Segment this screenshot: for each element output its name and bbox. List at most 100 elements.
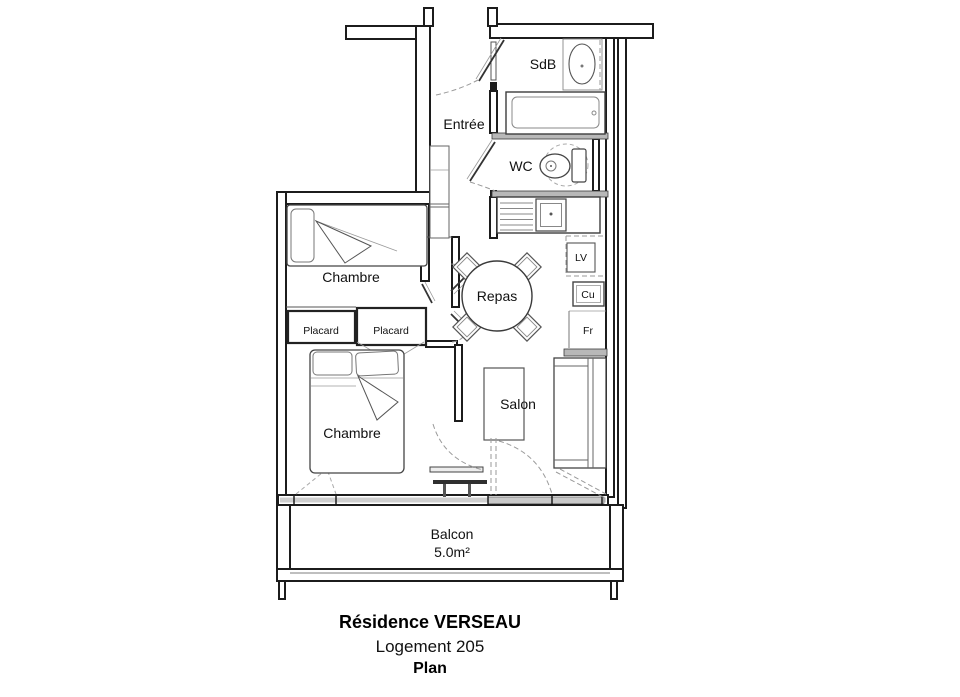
wall-top-right	[489, 23, 654, 39]
pillow	[290, 208, 315, 263]
label-lv: LV	[575, 252, 587, 264]
wall-stub-top-a	[423, 7, 434, 27]
chair-inner	[456, 316, 478, 338]
wc-door-leaf-line	[466, 139, 493, 180]
label-chambre-bottom: Chambre	[323, 425, 381, 441]
door-jamb-sdb	[490, 82, 497, 91]
bathtub-inner	[511, 96, 600, 129]
cooker-box-inner	[576, 285, 601, 303]
title-logement: Logement 205	[376, 637, 485, 656]
wall-stub-top-b	[487, 7, 498, 27]
washbasin-drain	[580, 64, 584, 68]
balcony-sliding-door	[487, 496, 605, 504]
balcony-door-swing	[498, 440, 553, 495]
label-cu: Cu	[581, 289, 595, 301]
bathroom-fixtures	[505, 38, 606, 135]
sofa	[553, 357, 607, 469]
label-salon: Salon	[500, 396, 536, 412]
label-placard-right: Placard	[373, 325, 409, 337]
label-wc: WC	[509, 158, 532, 174]
cooker-box	[572, 281, 605, 307]
entrance-door-leaf	[478, 39, 505, 82]
entrance-door-swing	[435, 79, 479, 96]
living-room	[429, 357, 607, 498]
toilet-bowl	[539, 153, 571, 179]
wall-chambre1-top	[277, 191, 431, 205]
title-block: Résidence VERSEAU Logement 205 Plan	[339, 612, 521, 677]
windows	[280, 468, 606, 505]
wall-kitchen-left	[489, 196, 498, 239]
wall-wc-kitchen-divider	[491, 190, 609, 198]
balcony-stub-left	[278, 580, 286, 600]
low-table-leg	[443, 484, 446, 497]
title-residence: Résidence VERSEAU	[339, 612, 521, 632]
kitchen-sink-inner	[540, 203, 562, 227]
door-swing-chambre2-salon	[432, 423, 484, 471]
tv-shelf	[429, 466, 484, 473]
dining-set	[452, 252, 542, 342]
chambre1-door-leaf	[421, 283, 433, 304]
pillow	[355, 350, 399, 377]
title-plan: Plan	[413, 660, 447, 677]
placard-left-box	[286, 309, 357, 345]
wc-door-swing	[469, 181, 496, 192]
label-repas: Repas	[477, 288, 517, 304]
toilet-bowl-inner	[545, 160, 557, 172]
bathtub-drain	[591, 110, 597, 116]
wall-chambre2-right	[454, 344, 463, 422]
room-labels: Entrée SdB WC Repas Chambre Chambre Plac…	[303, 56, 595, 560]
label-sdb: SdB	[530, 56, 556, 72]
chair-inner	[516, 316, 538, 338]
pillow	[312, 351, 353, 376]
bedroom-top	[286, 204, 428, 267]
worktop-dashed-zone	[565, 235, 606, 277]
chambre2-window-swing	[295, 468, 337, 495]
blanket-fold	[356, 374, 399, 421]
balcony	[276, 504, 624, 600]
kitchen	[496, 196, 608, 357]
blanket-line	[315, 220, 398, 252]
balcony-bottom-rail	[276, 568, 624, 582]
fridge-bottom-bar	[563, 348, 608, 357]
balcony-door-dashed-rails	[490, 438, 497, 495]
salon-table	[483, 367, 525, 441]
washbasin-counter	[562, 38, 603, 91]
window-strip	[280, 497, 606, 503]
closets	[286, 306, 428, 347]
label-balcon-area: 5.0m²	[434, 544, 470, 560]
balcony-stub-right	[610, 580, 618, 600]
chambre1-door-leaf-line	[424, 281, 436, 302]
balcony-sliding-panel	[555, 468, 607, 498]
toilet-dot	[550, 165, 552, 167]
bedroom-bottom	[309, 341, 425, 474]
low-table-top	[433, 480, 487, 484]
entrance-door-leaf-line	[475, 37, 502, 80]
wc-fixtures	[539, 143, 589, 187]
placard-right-box	[355, 306, 428, 347]
dishwasher-box	[566, 242, 596, 273]
wall-void-right	[415, 25, 431, 197]
dining-table	[461, 260, 533, 332]
hall-cupboard	[429, 145, 450, 239]
toilet-cistern	[571, 148, 587, 183]
wall-left	[276, 191, 287, 506]
label-balcon: Balcon	[431, 526, 474, 542]
wall-right	[605, 37, 615, 498]
bathtub	[505, 91, 606, 135]
cupboard	[429, 145, 450, 239]
label-fr: Fr	[583, 325, 593, 337]
low-table-leg	[468, 484, 471, 497]
wall-sdb-left	[489, 90, 498, 134]
drainboard-lines	[500, 202, 533, 231]
bed-single	[286, 204, 428, 267]
sink-faucet	[549, 212, 553, 216]
wall-neighbor-right	[617, 37, 627, 509]
label-placard-left: Placard	[303, 325, 339, 337]
washbasin	[568, 43, 596, 85]
label-entree: Entrée	[443, 116, 484, 132]
walls	[276, 7, 654, 509]
wc-door-leaf	[469, 141, 496, 182]
label-chambre-top: Chambre	[322, 269, 380, 285]
